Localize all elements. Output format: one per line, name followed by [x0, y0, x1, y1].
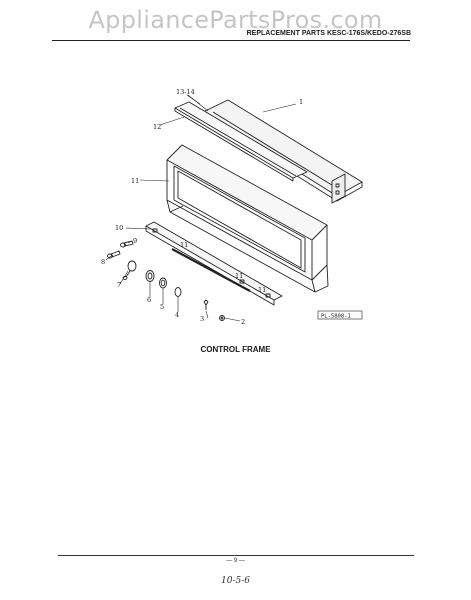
figure-code-box: PL-5808-1 — [317, 310, 363, 320]
part-label-11: 11 — [258, 286, 266, 294]
callout-10: 10 — [115, 224, 123, 232]
page-number: — 9 — — [226, 558, 245, 564]
callout-13-14: 13-14 — [176, 88, 195, 96]
callout-9: 9 — [133, 237, 137, 245]
header-rule — [52, 40, 410, 41]
callout-11: 11 — [131, 177, 139, 185]
callout-7: 7 — [117, 281, 121, 289]
leader-lines — [105, 94, 297, 322]
part-11-frame — [166, 144, 329, 293]
part-3-screw — [203, 299, 209, 310]
part-label-11: 11 — [180, 241, 188, 249]
part-6-knob — [145, 270, 155, 282]
footer-rule — [58, 555, 414, 556]
handwritten-note: 10-5-6 — [221, 576, 250, 586]
part-2-nut — [219, 315, 225, 321]
watermark: AppliancePartsPros.com — [88, 6, 383, 34]
part-label-11: 11 — [235, 272, 243, 280]
callout-1: 1 — [299, 98, 303, 106]
part-10-trim — [145, 221, 283, 306]
diagram-caption: CONTROL FRAME — [200, 345, 271, 354]
part-9-clip — [120, 240, 134, 248]
callout-8: 8 — [101, 258, 105, 266]
callout-6: 6 — [147, 296, 151, 304]
callout-12: 12 — [153, 123, 161, 131]
callout-4: 4 — [175, 311, 179, 319]
part-8-clip — [107, 250, 121, 259]
part-4-knob — [174, 287, 182, 297]
header-title: REPLACEMENT PARTS KESC-176S/KEDO-276SB — [246, 30, 411, 37]
callout-5: 5 — [160, 303, 164, 311]
part-12-strip — [174, 101, 308, 182]
figure-code: PL-5808-1 — [321, 314, 351, 320]
callout-3: 3 — [200, 315, 204, 323]
part-5-knob — [159, 277, 167, 289]
part-7-knob — [122, 260, 137, 280]
callout-2: 2 — [241, 318, 245, 326]
